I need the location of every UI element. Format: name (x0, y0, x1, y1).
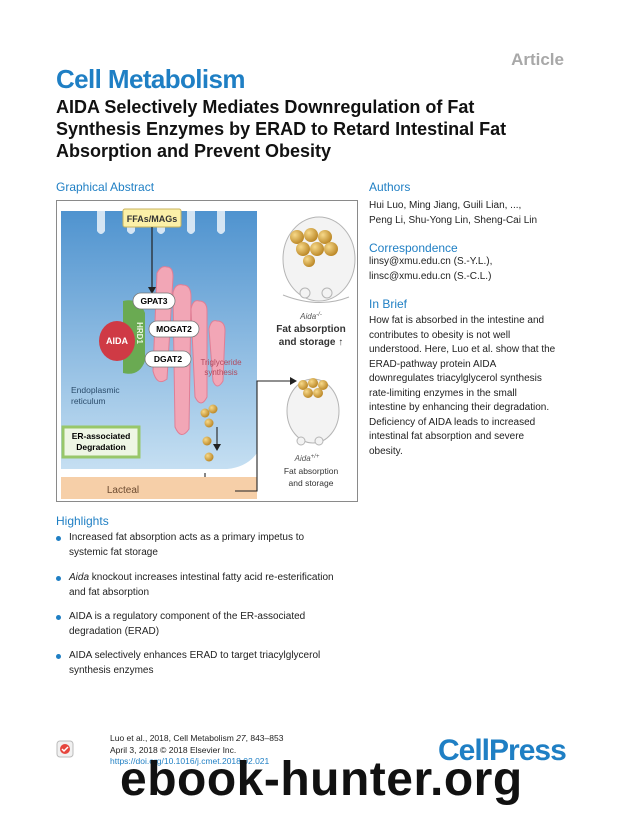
gpat3-pill (132, 292, 176, 310)
er-label-2: reticulum (71, 396, 105, 406)
absorption-arrow (235, 380, 293, 492)
correspondence-list: linsy@xmu.edu.cn (S.-Y.L.), linsc@xmu.ed… (369, 255, 579, 284)
citation-line: Luo et al., 2018, Cell Metabolism 27, 84… (110, 733, 410, 745)
highlight-text: Increased fat absorption acts as a prima… (69, 532, 305, 543)
mogat2-label: MOGAT2 (156, 324, 192, 334)
wt-fat-label-2: and storage (289, 478, 334, 488)
highlight-text: degradation (ERAD) (69, 625, 160, 637)
wildtype-mouse (286, 378, 340, 446)
paper-title: AIDA Selectively Mediates Downregulation… (56, 96, 596, 162)
lacteal-label: Lacteal (107, 485, 139, 496)
authors-list: Hui Luo, Ming Jiang, Guili Lian, ..., Pe… (369, 199, 579, 228)
highlight-text: knockout increases intestinal fatty acid… (89, 572, 334, 583)
er-label: Endoplasmic (71, 385, 120, 395)
gpat3-label: GPAT3 (140, 296, 167, 306)
bullet-icon (56, 654, 61, 659)
correspondence-heading: Correspondence (369, 241, 458, 255)
graphical-abstract-figure: FFAs/MAGs HRD1 AIDA GPAT3 MOGAT2 DGAT2 T… (57, 201, 357, 501)
in-brief-line: downregulates triacylglycerol synthesis (369, 373, 542, 384)
bullet-icon (56, 576, 61, 581)
crossmark-icon[interactable] (56, 740, 74, 758)
bullet-icon (56, 615, 61, 620)
highlight-text: synthesis enzymes (69, 664, 154, 676)
graphical-abstract-heading: Graphical Abstract (56, 180, 155, 194)
cellpress-logo: CellPress (438, 734, 567, 767)
citation-pages: , 843–853 (245, 733, 284, 743)
erad-label: ER-associated (72, 431, 131, 441)
watermark-text: ebook-hunter.org (120, 753, 523, 806)
citation-volume: 27 (236, 733, 246, 743)
in-brief-heading: In Brief (369, 297, 408, 311)
doi-link[interactable]: https://doi.org/10.1016/j.cmet.2018.02.0… (110, 756, 270, 766)
article-type-tag: Article (511, 50, 564, 69)
ko-fat-label: Fat absorption (276, 324, 345, 335)
bullet-icon (56, 536, 61, 541)
title-line: Absorption and Prevent Obesity (56, 141, 332, 161)
in-brief-line: understood. Here, Luo et al. show that t… (369, 344, 556, 355)
date-line: April 3, 2018 © 2018 Elsevier Inc. (110, 744, 237, 755)
title-line: AIDA Selectively Mediates Downregulation… (56, 97, 475, 117)
highlight-text: AIDA selectively enhances ERAD to target… (69, 650, 321, 661)
tg-synthesis-label-2: synthesis (204, 368, 237, 377)
graphical-abstract: FFAs/MAGs HRD1 AIDA GPAT3 MOGAT2 DGAT2 T… (56, 200, 358, 502)
erad-box (61, 425, 141, 459)
in-brief-line: rate-limiting enzymes in the small (369, 387, 517, 399)
aida-shape (99, 321, 135, 361)
citation-prefix: Luo et al., 2018, Cell Metabolism (110, 733, 237, 743)
correspondence-email[interactable]: linsy@xmu.edu.cn (S.-Y.L.), (369, 256, 493, 267)
erad-label-2: Degradation (76, 442, 126, 452)
ko-genotype-label: Aida-/- (299, 312, 322, 321)
authors-line: Hui Luo, Ming Jiang, Guili Lian, ..., (369, 200, 522, 211)
in-brief-line: How fat is absorbed in the intestine and (369, 315, 545, 326)
dgat2-label: DGAT2 (154, 354, 182, 364)
tg-synthesis-label: Triglyceride (200, 358, 242, 367)
in-brief-line: intestinal fat absorption and severe (369, 431, 525, 442)
ffa-label: FFAs/MAGs (127, 214, 178, 224)
aida-label: AIDA (106, 336, 128, 346)
citation-block: Luo et al., 2018, Cell Metabolism 27, 84… (110, 733, 410, 768)
dgat2-pill (144, 350, 192, 368)
highlight-item: Aida knockout increases intestinal fatty… (56, 571, 366, 600)
lacteal-band (61, 477, 257, 499)
in-brief-text: How fat is absorbed in the intestine and… (369, 314, 599, 459)
highlight-item: Increased fat absorption acts as a prima… (56, 531, 366, 560)
title-line: Synthesis Enzymes by ERAD to Retard Inte… (56, 119, 507, 139)
hrd1-label: HRD1 (135, 322, 144, 344)
authors-line: Peng Li, Shu-Yong Lin, Sheng-Cai Lin (369, 214, 538, 226)
correspondence-email[interactable]: linsc@xmu.edu.cn (S.-C.L.) (369, 270, 492, 282)
authors-heading: Authors (369, 180, 411, 194)
in-brief-line: contributes to obesity is not well (369, 329, 511, 341)
highlight-text: systemic fat storage (69, 546, 158, 558)
knockout-mouse (282, 216, 356, 304)
journal-name: Cell Metabolism (56, 64, 246, 94)
wt-fat-label: Fat absorption (284, 466, 339, 476)
highlight-text: AIDA is a regulatory component of the ER… (69, 611, 306, 622)
mogat2-pill (148, 320, 200, 338)
wt-genotype-label: Aida+/+ (294, 454, 320, 463)
ko-fat-label-2: and storage ↑ (279, 337, 343, 348)
highlights-heading: Highlights (56, 514, 109, 528)
highlight-gene-name: Aida (69, 572, 90, 583)
in-brief-line: Deficiency of AIDA leads to increased (369, 416, 536, 428)
in-brief-line: ERAD-pathway protein AIDA (369, 358, 497, 370)
in-brief-line: obesity. (369, 445, 403, 457)
highlight-text: and fat absorption (69, 586, 150, 598)
highlight-item: AIDA is a regulatory component of the ER… (56, 610, 366, 639)
in-brief-line: intestine by enhancing their degradation… (369, 402, 550, 413)
highlight-item: AIDA selectively enhances ERAD to target… (56, 649, 366, 678)
